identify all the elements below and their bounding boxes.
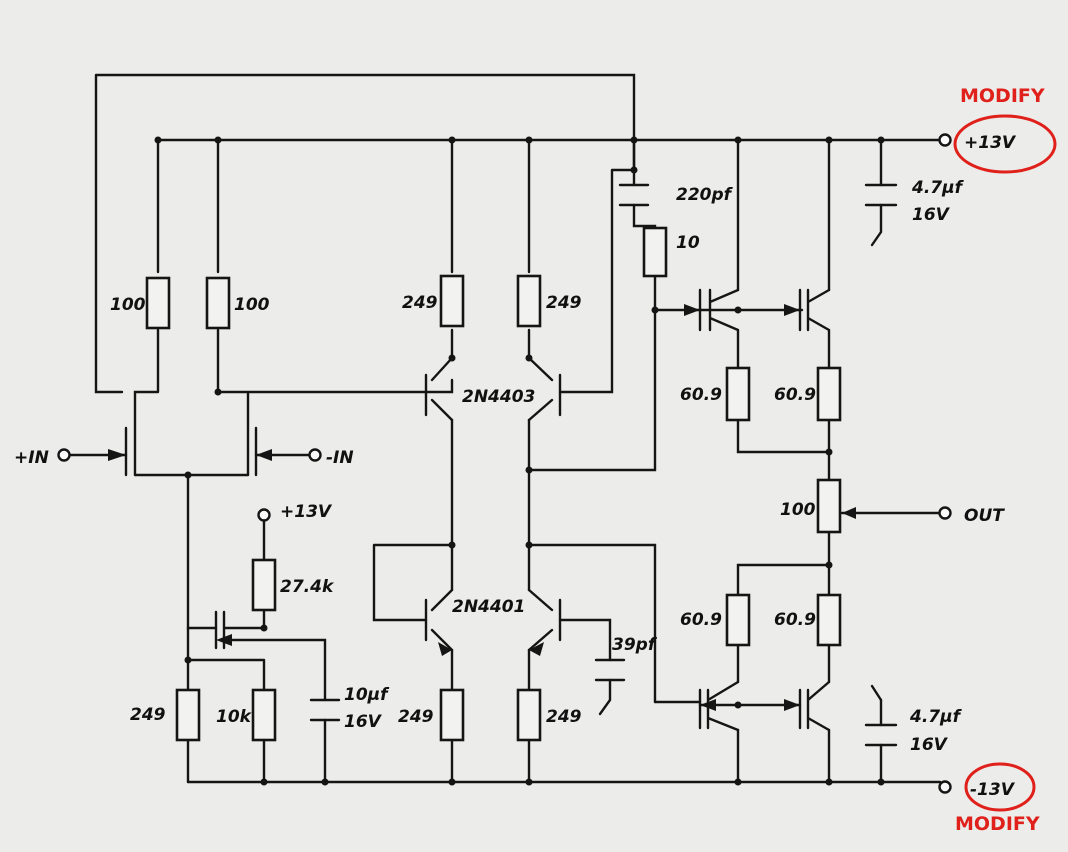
terminal-out <box>938 506 952 520</box>
capacitor-bias <box>309 698 341 722</box>
resistor-m4 <box>816 593 842 647</box>
label-r-c1: 249 <box>402 293 438 313</box>
label-c-top: 4.7µf <box>911 178 965 198</box>
capacitor-comp <box>618 183 650 207</box>
label-in-minus: -IN <box>326 448 354 468</box>
label-npn-pair: 2N4401 <box>452 597 525 617</box>
resistors <box>145 226 842 742</box>
label-c-bias-v: 16V <box>344 712 383 732</box>
highlight-ellipse-bottom <box>964 762 1036 812</box>
resistor-in1 <box>145 276 171 330</box>
label-c-small: 39pf <box>612 635 658 655</box>
resistor-m3 <box>725 593 751 647</box>
capacitor-top <box>864 183 898 207</box>
label-c-top-v: 16V <box>912 205 951 225</box>
label-pnp-pair: 2N4403 <box>462 387 535 407</box>
terminal-aux-supply <box>257 508 271 522</box>
label-r-in2: 100 <box>234 295 270 315</box>
label-r-bias: 27.4k <box>280 577 335 597</box>
label-neg-supply: -13V <box>970 780 1016 800</box>
resistor-cap-series <box>642 226 668 278</box>
label-r-m4: 60.9 <box>774 610 816 630</box>
potentiometer <box>816 478 842 534</box>
terminal-in-minus <box>308 448 322 462</box>
terminal-pos-supply <box>938 133 952 147</box>
junctions <box>154 136 885 786</box>
label-c-comp: 220pf <box>676 185 734 205</box>
label-r-c2: 249 <box>546 293 582 313</box>
terminals <box>57 133 952 794</box>
labels: +13V -13V +IN -IN OUT +13V 100 100 249 2… <box>14 133 1017 800</box>
label-pos-supply: +13V <box>964 133 1017 153</box>
label-r-s1: 249 <box>130 705 166 725</box>
capacitors <box>309 183 898 747</box>
resistor-m1 <box>725 366 751 422</box>
wires <box>66 73 942 784</box>
terminal-in-plus <box>57 448 71 462</box>
label-r-e1: 249 <box>398 707 434 727</box>
modify-annotations: MODIFY MODIFY <box>953 85 1057 835</box>
modify-label-top: MODIFY <box>960 85 1045 107</box>
resistor-m2 <box>816 366 842 422</box>
resistor-s2 <box>251 688 277 742</box>
capacitor-bottom <box>864 723 898 747</box>
label-r-in1: 100 <box>110 295 146 315</box>
label-r-m1: 60.9 <box>680 385 722 405</box>
label-in-plus: +IN <box>14 448 49 468</box>
label-out: OUT <box>964 506 1005 526</box>
label-aux-supply: +13V <box>280 502 333 522</box>
label-c-bot-v: 16V <box>910 735 949 755</box>
resistor-e1 <box>439 688 465 742</box>
label-c-bot: 4.7µf <box>909 707 963 727</box>
label-r-m2: 60.9 <box>774 385 816 405</box>
resistor-e2 <box>516 688 542 742</box>
capacitor-small <box>594 658 626 682</box>
label-r-m3: 60.9 <box>680 610 722 630</box>
resistor-c2 <box>516 274 542 328</box>
resistor-s1 <box>175 688 201 742</box>
arrows <box>108 304 856 711</box>
highlight-ellipse-top <box>953 114 1057 174</box>
label-r-e2: 249 <box>546 707 582 727</box>
resistor-bias <box>251 558 277 612</box>
resistor-c1 <box>439 274 465 328</box>
terminal-neg-supply <box>938 780 952 794</box>
label-r-cap-series: 10 <box>676 233 700 253</box>
resistor-in2 <box>205 276 231 330</box>
label-c-bias: 10µf <box>344 685 390 705</box>
modify-label-bottom: MODIFY <box>955 813 1040 835</box>
label-r-pot: 100 <box>780 500 816 520</box>
label-r-s2: 10k <box>216 707 253 727</box>
